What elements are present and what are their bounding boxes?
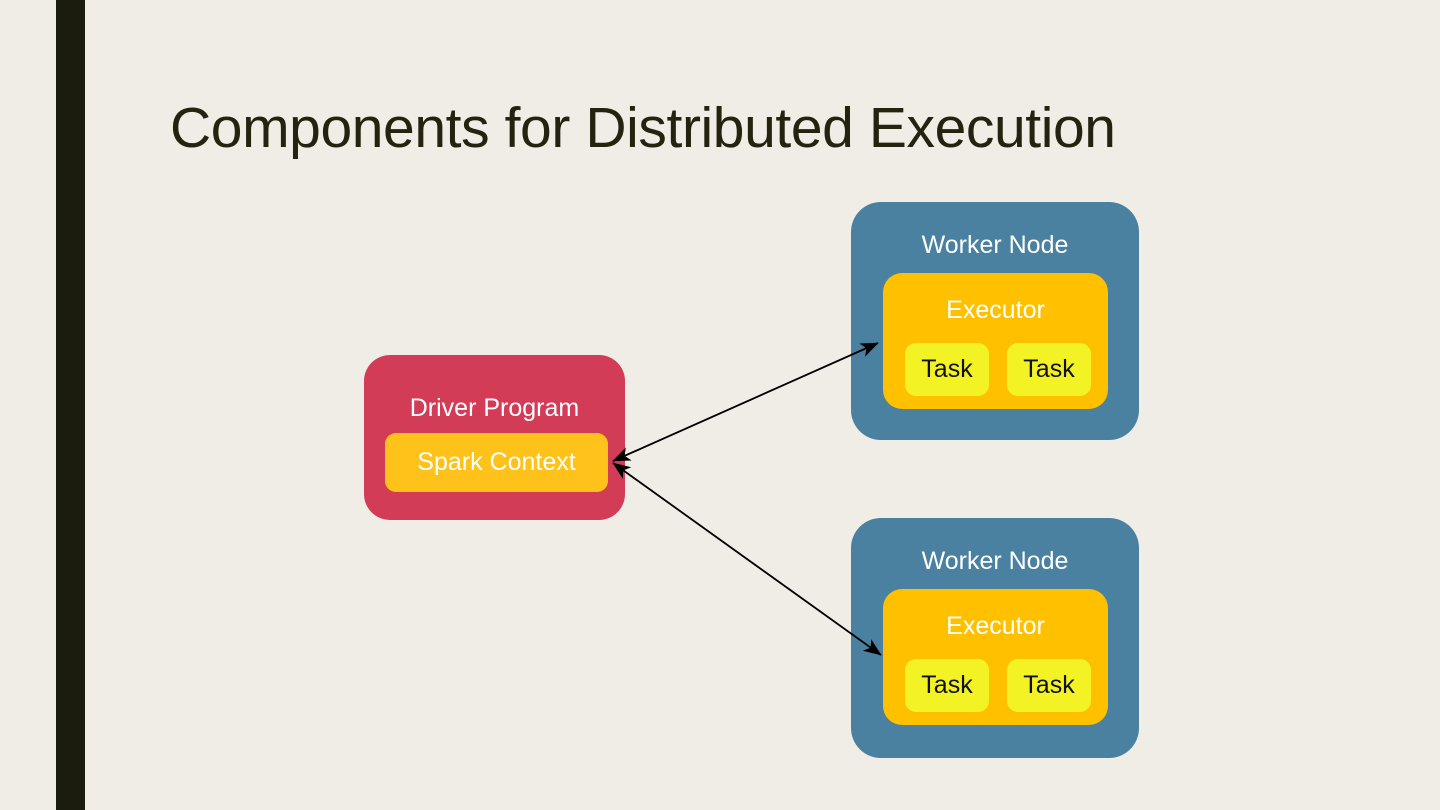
page-title: Components for Distributed Execution — [170, 96, 1116, 160]
driver-program-label: Driver Program — [409, 394, 580, 422]
spark-context-node: Spark Context — [385, 433, 608, 492]
task-box: Task — [905, 659, 989, 712]
task-box: Task — [1007, 343, 1091, 396]
executor-2-label: Executor — [946, 612, 1045, 640]
task-box: Task — [1007, 659, 1091, 712]
worker-node-1-label: Worker Node — [921, 231, 1069, 259]
spark-context-label: Spark Context — [417, 448, 576, 476]
connector-driver-to-worker-1 — [612, 342, 879, 462]
worker-node-2-label: Worker Node — [921, 547, 1069, 575]
executor-1-label: Executor — [946, 296, 1045, 324]
connector-driver-to-worker-2 — [612, 462, 882, 656]
task-box: Task — [905, 343, 989, 396]
left-accent-bar — [56, 0, 85, 810]
